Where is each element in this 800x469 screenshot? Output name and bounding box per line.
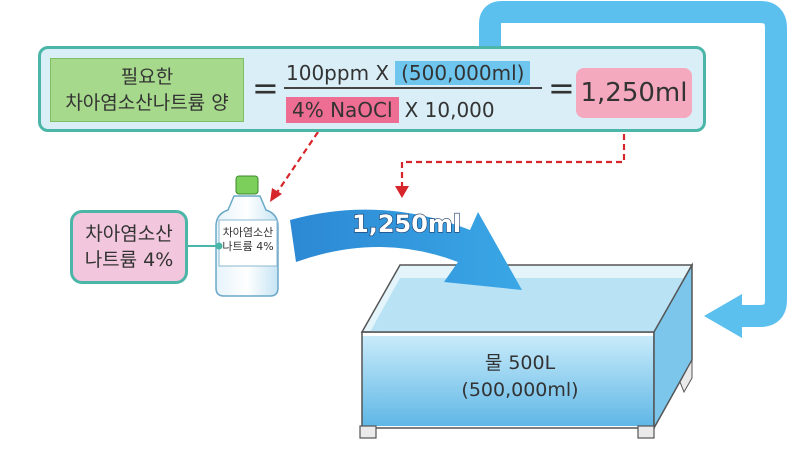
equals-sign-2: = — [548, 69, 575, 107]
result-value: 1,250ml — [576, 68, 692, 118]
tank-water-line2: (500,000ml) — [461, 379, 579, 401]
fraction-line — [284, 87, 542, 89]
tank-water-label: 물 500L (500,000ml) — [420, 350, 620, 404]
flow-arrow — [290, 209, 522, 290]
bottle-label: 차아염소산 나트륨 4% — [219, 226, 277, 254]
numerator-text: 100ppm X — [286, 61, 390, 85]
concentration-line1: 차아염소산 — [85, 223, 173, 245]
label-connector — [188, 242, 223, 250]
bottle-label-line2: 나트륨 4% — [222, 240, 274, 253]
required-amount-label: 필요한 차아염소산나트륨 양 — [50, 58, 244, 122]
concentration-line2: 나트륨 4% — [84, 249, 174, 271]
equals-sign-1: = — [252, 69, 279, 107]
bottle-label-line1: 차아염소산 — [222, 226, 274, 239]
required-amount-line1: 필요한 — [120, 66, 174, 88]
flow-amount-label: 1,250ml — [351, 209, 462, 238]
dashed-arrow-to-bottle — [270, 131, 319, 202]
denominator-text: X 10,000 — [404, 98, 495, 122]
loop-arrow — [479, 1, 787, 338]
numerator-volume: (500,000ml) — [395, 61, 531, 85]
required-amount-line2: 차아염소산나트륨 양 — [65, 92, 229, 114]
dashed-arrow-to-tank — [395, 124, 626, 198]
denominator-concentration: 4% NaOCl — [286, 97, 399, 123]
bleach-bottle — [215, 175, 279, 297]
concentration-label: 차아염소산 나트륨 4% — [70, 210, 188, 284]
numerator: 100ppm X(500,000ml) — [286, 60, 531, 86]
tank-water-line1: 물 500L — [484, 352, 556, 374]
